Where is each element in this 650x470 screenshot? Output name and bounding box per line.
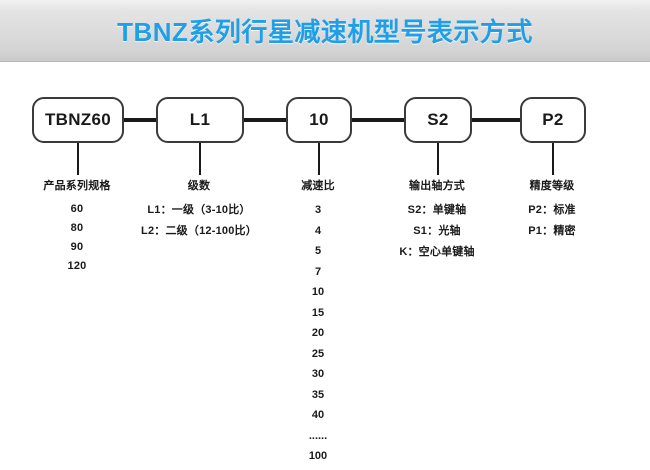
column-ratio-item: 15 (311, 306, 325, 319)
column-stage-title: 级数 (187, 180, 211, 192)
column-series-title: 产品系列规格 (43, 180, 111, 192)
column-stage-item: L2：二级（12-100比） (141, 225, 257, 237)
header-banner: TBNZ系列行星减速机型号表示方式 (0, 0, 650, 62)
node-box-precision-label: P2 (542, 110, 564, 129)
column-precision-item: P2：标准 (528, 204, 576, 216)
node-box-stage-label: L1 (189, 110, 211, 129)
column-ratio-item: 4 (314, 224, 322, 237)
column-ratio-item: 100 (308, 450, 328, 462)
column-ratio-item: 20 (311, 327, 325, 339)
stem-ratio (318, 143, 320, 175)
column-ratio-item: 3 (314, 204, 322, 216)
column-precision-title: 精度等级 (529, 180, 575, 192)
node-box-stage[interactable]: L1 (156, 97, 244, 143)
node-box-ratio-label: 10 (309, 110, 329, 129)
column-shaft-item: S1：光轴 (413, 225, 461, 237)
column-shaft-item: S2：单键轴 (407, 204, 467, 216)
column-ratio-title: 减速比 (301, 180, 335, 192)
column-series: 产品系列规格 60 80 90 120 (7, 177, 147, 276)
column-ratio-item: 35 (311, 388, 325, 401)
connector-4 (472, 118, 520, 122)
column-ratio-item: 10 (311, 286, 325, 298)
column-series-item: 90 (70, 241, 84, 253)
node-box-shaft-label: S2 (427, 110, 449, 129)
column-stage-item: L1：一级（3-10比） (147, 204, 251, 216)
column-series-item: 80 (70, 222, 84, 234)
page-title: TBNZ系列行星减速机型号表示方式 (117, 17, 533, 47)
column-precision: 精度等级 P2：标准 P1：精密 (497, 177, 607, 242)
model-code-diagram: TBNZ60 L1 10 S2 P2 产品系列规格 60 80 90 120 级… (0, 62, 650, 470)
column-ratio-item: 40 (311, 409, 325, 421)
stem-stage (199, 143, 201, 175)
column-precision-item: P1：精密 (528, 225, 576, 237)
connector-2 (244, 118, 286, 122)
column-stage: 级数 L1：一级（3-10比） L2：二级（12-100比） (129, 177, 269, 242)
column-ratio: 减速比 3 4 5 7 10 15 20 25 30 35 40 ...... … (268, 177, 368, 467)
node-box-ratio[interactable]: 10 (286, 97, 352, 143)
node-box-series-label: TBNZ60 (44, 110, 112, 129)
node-box-precision[interactable]: P2 (520, 97, 586, 143)
column-ratio-item: ...... (308, 429, 328, 442)
column-ratio-item: 5 (314, 245, 322, 257)
column-shaft-item: K：空心单键轴 (399, 246, 475, 258)
node-box-shaft[interactable]: S2 (404, 97, 472, 143)
column-shaft-title: 输出轴方式 (409, 180, 465, 192)
stem-series (77, 143, 79, 175)
column-ratio-item: 30 (311, 368, 325, 380)
column-ratio-item: 25 (311, 347, 325, 360)
column-series-item: 60 (70, 203, 84, 215)
stem-shaft (437, 143, 439, 175)
connector-3 (352, 118, 404, 122)
connector-1 (124, 118, 156, 122)
stem-precision (552, 143, 554, 175)
column-series-item: 120 (67, 260, 87, 272)
column-shaft: 输出轴方式 S2：单键轴 S1：光轴 K：空心单键轴 (372, 177, 502, 263)
node-box-series[interactable]: TBNZ60 (32, 97, 124, 143)
column-ratio-item: 7 (314, 265, 322, 278)
